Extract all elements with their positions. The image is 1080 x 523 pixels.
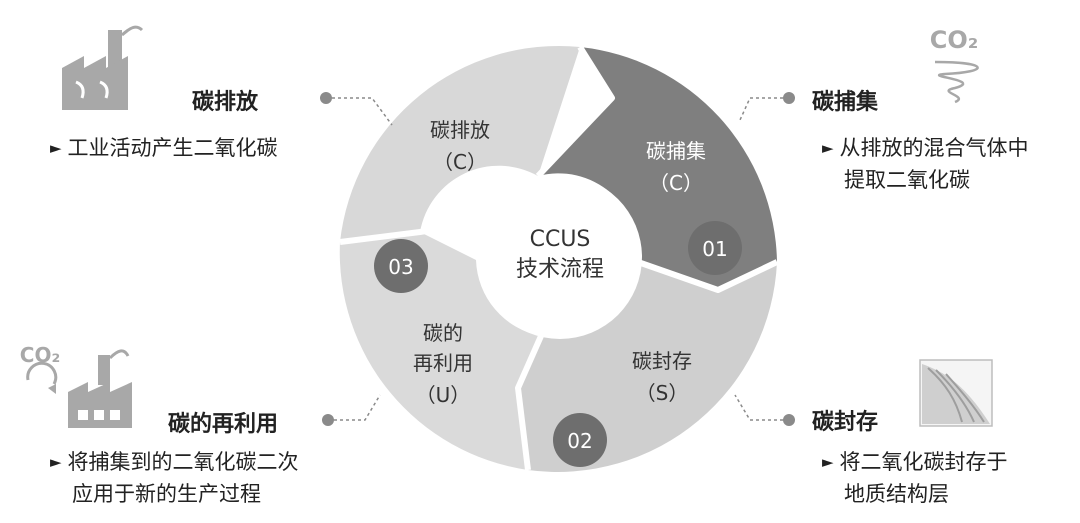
svg-text:02: 02 <box>567 429 592 453</box>
badge-01: 01 <box>688 221 742 275</box>
badge-03: 03 <box>374 239 428 293</box>
connector-reuse <box>322 394 381 426</box>
reuse-desc: ►将捕集到的二氧化碳二次 应用于新的生产过程 <box>50 450 299 506</box>
co2-recycle-factory-icon: CO₂ <box>20 343 132 428</box>
center-circle <box>478 175 642 339</box>
segment-separators <box>339 45 779 471</box>
emission-desc: ►工业活动产生二氧化碳 <box>50 136 278 160</box>
bullet-icon: ► <box>822 453 834 471</box>
connector-capture <box>739 92 795 121</box>
connector-storage <box>734 394 795 426</box>
capture-desc: ►从排放的混合气体中 提取二氧化碳 <box>822 136 1029 192</box>
segment-storage-code: （S） <box>636 381 689 405</box>
storage-title: 碳封存 <box>812 410 879 435</box>
storage-desc: ►将二氧化碳封存于 地质结构层 <box>822 450 1008 506</box>
emission-title: 碳排放 <box>192 90 259 115</box>
bullet-icon: ► <box>50 453 62 471</box>
segment-emission-code: （C） <box>433 150 487 174</box>
segment-capture-code: （C） <box>649 171 703 195</box>
svg-text:01: 01 <box>702 237 727 261</box>
bullet-icon: ► <box>822 139 834 157</box>
factory-icon <box>62 25 144 110</box>
segment-capture-name: 碳捕集 <box>646 139 706 163</box>
segment-reuse-name-2: 再利用 <box>413 351 473 375</box>
center-title: CCUS <box>530 227 591 252</box>
segment-reuse <box>339 232 541 470</box>
capture-title: 碳捕集 <box>812 90 879 115</box>
segment-storage-name: 碳封存 <box>632 349 692 373</box>
svg-text:03: 03 <box>388 255 413 279</box>
bullet-icon: ► <box>50 139 62 157</box>
segment-reuse-code: （U） <box>416 383 471 407</box>
segment-emission <box>340 45 580 242</box>
center-subtitle: 技术流程 <box>516 257 604 282</box>
svg-text:CO₂: CO₂ <box>930 26 979 54</box>
co2-spiral-icon: CO₂ <box>930 26 979 104</box>
segment-reuse-name-1: 碳的 <box>423 321 463 345</box>
segment-emission-name: 碳排放 <box>430 118 490 142</box>
reuse-title: 碳的再利用 <box>168 412 279 437</box>
rock-layer-icon <box>919 359 993 427</box>
badge-02: 02 <box>553 413 607 467</box>
connector-emission <box>320 92 393 126</box>
